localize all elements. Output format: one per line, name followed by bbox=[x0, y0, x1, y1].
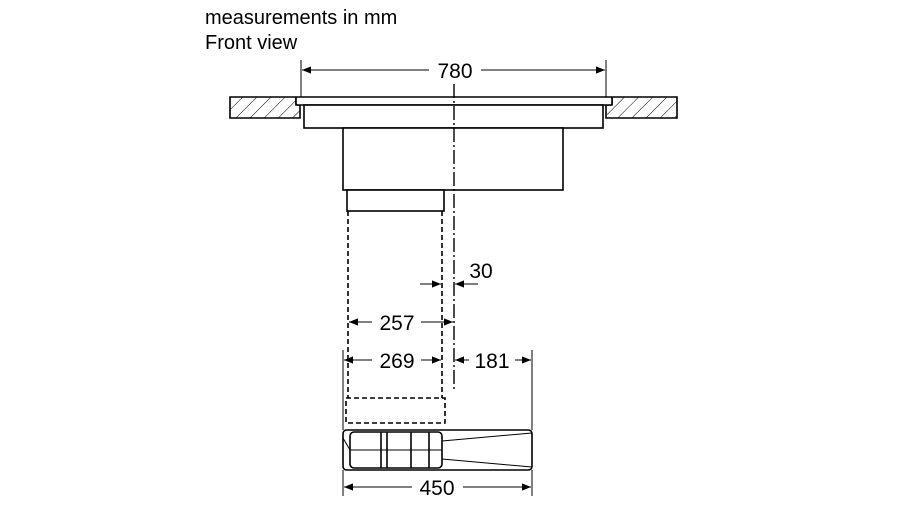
dim-269-label: 269 bbox=[379, 350, 414, 373]
units-caption: measurements in mm bbox=[205, 7, 398, 29]
duct-connector bbox=[346, 189, 445, 212]
duct-adapter bbox=[345, 397, 446, 424]
dim-780-label: 780 bbox=[437, 60, 472, 83]
base-left-bevel bbox=[342, 437, 351, 451]
view-caption: Front view bbox=[205, 32, 298, 54]
dim-30-label: 30 bbox=[469, 260, 492, 283]
fan-housing bbox=[342, 127, 564, 191]
countertop-left bbox=[229, 96, 301, 119]
countertop-right bbox=[605, 96, 678, 119]
dim-257-label: 257 bbox=[379, 312, 414, 335]
dim-450-label: 450 bbox=[419, 477, 454, 500]
outlet-line-bottom bbox=[441, 458, 533, 468]
dim-181-label: 181 bbox=[474, 350, 509, 373]
outlet-line-top bbox=[441, 432, 533, 442]
